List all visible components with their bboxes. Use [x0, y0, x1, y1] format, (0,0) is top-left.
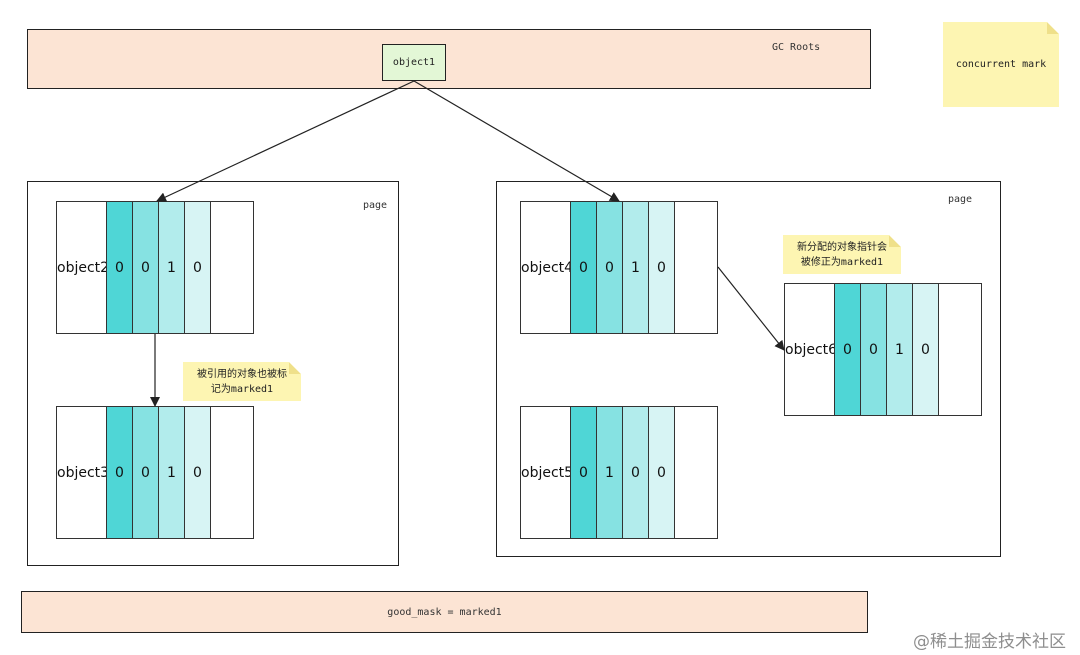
mark-bit-4: 0	[912, 284, 938, 415]
right-annotation-note: 新分配的对象指针会 被修正为marked1	[783, 235, 901, 274]
object4-name: object4	[521, 259, 574, 276]
arrow-object1-to-object4	[413, 80, 620, 202]
gc-roots-band	[27, 29, 871, 89]
left-annotation-note: 被引用的对象也被标 记为marked1	[183, 362, 301, 401]
object6-name: object6	[785, 341, 838, 358]
right-note-line1: 新分配的对象指针会	[797, 241, 887, 253]
object2-name: object2	[57, 259, 110, 276]
object5-name: object5	[521, 464, 574, 481]
mark-bit-1: 0	[570, 202, 596, 333]
concurrent-mark-note: concurrent mark	[943, 22, 1059, 107]
object2-payload	[210, 202, 253, 333]
gc-roots-label: GC Roots	[772, 42, 821, 53]
mark-bit-2: 0	[132, 407, 158, 538]
good-mask-label: good_mask = marked1	[387, 606, 502, 618]
mark-bit-3: 1	[158, 202, 184, 333]
watermark: @稀土掘金技术社区	[913, 632, 1066, 652]
mark-bit-1: 0	[834, 284, 860, 415]
mark-bit-4: 0	[648, 407, 674, 538]
mark-bit-4: 0	[184, 202, 210, 333]
left-page-label: page	[363, 200, 388, 211]
object1-node[interactable]: object1	[382, 44, 446, 81]
object5-payload	[674, 407, 717, 538]
object4-payload	[674, 202, 717, 333]
mark-bit-3: 1	[158, 407, 184, 538]
right-note-line2: 被修正为marked1	[800, 256, 884, 268]
mark-bit-1: 0	[106, 202, 132, 333]
left-note-line2: 记为marked1	[210, 383, 274, 395]
mark-bit-3: 1	[622, 202, 648, 333]
mark-bit-4: 0	[648, 202, 674, 333]
object1-label: object1	[392, 57, 436, 68]
mark-bit-2: 0	[132, 202, 158, 333]
mark-bit-1: 0	[106, 407, 132, 538]
left-note-line1: 被引用的对象也被标	[197, 368, 287, 380]
arrow-object1-to-object2	[156, 80, 415, 202]
arrow-object4-to-object6	[717, 266, 785, 351]
object3-payload	[210, 407, 253, 538]
mark-bit-2: 1	[596, 407, 622, 538]
mark-bit-3: 0	[622, 407, 648, 538]
mark-bit-1: 0	[570, 407, 596, 538]
object6-block[interactable]: object6 0 0 1 0	[784, 283, 982, 416]
object3-name: object3	[57, 464, 110, 481]
mark-bit-2: 0	[596, 202, 622, 333]
concurrent-mark-text: concurrent mark	[955, 59, 1047, 70]
object4-block[interactable]: object4 0 0 1 0	[520, 201, 718, 334]
object5-block[interactable]: object5 0 1 0 0	[520, 406, 718, 539]
object2-block[interactable]: object2 0 0 1 0	[56, 201, 254, 334]
good-mask-band: good_mask = marked1	[21, 591, 868, 633]
mark-bit-4: 0	[184, 407, 210, 538]
object6-payload	[938, 284, 981, 415]
mark-bit-3: 1	[886, 284, 912, 415]
right-page-label: page	[948, 194, 973, 205]
mark-bit-2: 0	[860, 284, 886, 415]
